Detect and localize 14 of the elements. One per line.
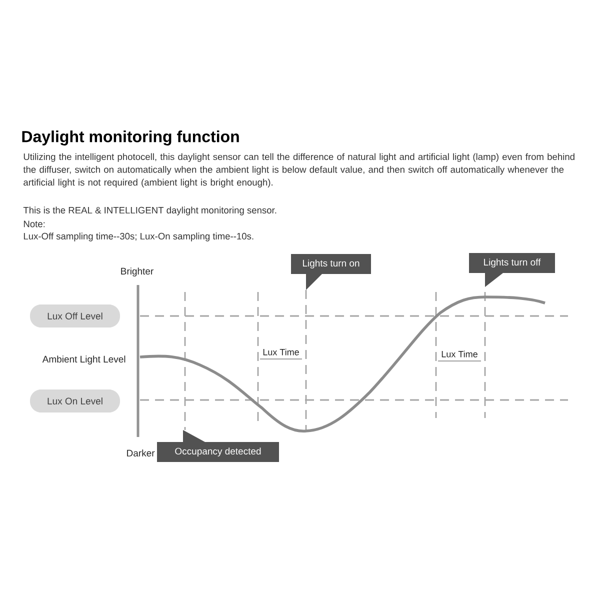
interval-label: Lux Time bbox=[263, 348, 299, 356]
note-text: Note: bbox=[24, 220, 45, 228]
callout-box: Lights turn off bbox=[469, 253, 555, 287]
level-pill: Lux On Level bbox=[30, 390, 120, 412]
description-paragraph: Utilizing the intelligent photocell, this daylight sensor can tell the difference of natural light and artificial light (lamp) even from behind the diffuser, switch on automatically when the ambient light is below default value, and then switch off automatically whenever the artificial light is not required (ambient light is bright enough). bbox=[23, 153, 574, 188]
level-pill: Lux Off Level bbox=[30, 304, 120, 328]
note-text: This is the REAL & INTELLIGENT daylight monitoring sensor. bbox=[23, 206, 276, 216]
callout-box: Occupancy detected bbox=[157, 430, 279, 462]
callout-box: Lights turn on bbox=[291, 254, 371, 290]
interval-label: Lux Time bbox=[442, 350, 478, 358]
axis-label: Ambient Light Level bbox=[42, 356, 126, 364]
axis-label: Brighter bbox=[121, 268, 154, 276]
title: Daylight monitoring function bbox=[22, 130, 239, 146]
note-text: Lux-Off sampling time--30s; Lux-On sampling time--10s. bbox=[24, 232, 254, 242]
